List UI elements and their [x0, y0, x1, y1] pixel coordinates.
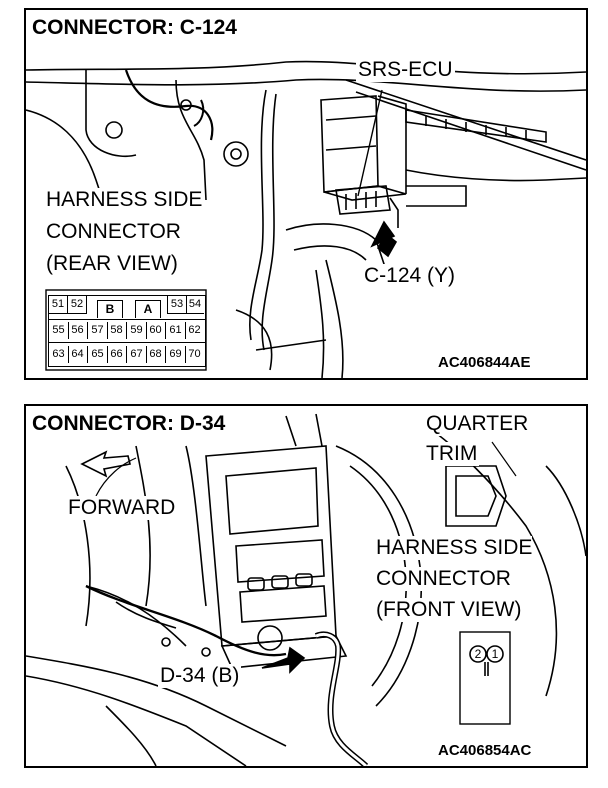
pin-66: 66	[107, 346, 127, 363]
pin-row-3: 63 64 65 66 67 68 69 70	[49, 344, 205, 366]
pin-b: B	[97, 300, 123, 318]
connector-c124-title: CONNECTOR: C-124	[32, 16, 237, 39]
pin-63: 63	[49, 346, 69, 363]
pin-55: 55	[49, 322, 69, 339]
pin-65: 65	[88, 346, 108, 363]
connector-label: CONNECTOR	[46, 220, 181, 245]
pin-69: 69	[166, 346, 186, 363]
pin-67: 67	[127, 346, 147, 363]
pin-68: 68	[146, 346, 166, 363]
trim-label: TRIM	[424, 442, 480, 467]
connector-d34-panel: CONNECTOR: D-34 QUARTER TRIM FORWARD HAR…	[24, 404, 588, 768]
c124-pin-face: 51 52 B A 53 54 55 56 57 58 59 60 61 62 …	[48, 295, 206, 367]
srs-ecu-label: SRS-ECU	[356, 58, 455, 83]
d34-connector-label: D-34 (B)	[158, 664, 242, 689]
pin-64: 64	[68, 346, 88, 363]
pin-row-2: 55 56 57 58 59 60 61 62	[49, 319, 205, 343]
pin-62: 62	[188, 324, 201, 336]
pin-51: 51	[49, 296, 68, 314]
pin-2: 2	[474, 647, 482, 661]
pin-61: 61	[166, 322, 186, 339]
harness-side-label: HARNESS SIDE	[46, 188, 203, 213]
connector-c124-panel: CONNECTOR: C-124 SRS-ECU HARNESS SIDE CO…	[24, 8, 588, 380]
harness-side-label-2: HARNESS SIDE	[376, 536, 533, 561]
rear-view-label: (REAR VIEW)	[46, 252, 178, 277]
quarter-label: QUARTER	[424, 412, 531, 437]
pin-53: 53	[167, 296, 187, 314]
c124-connector-label: C-124 (Y)	[362, 264, 458, 289]
pin-54: 54	[186, 296, 204, 314]
quarter-trim-illustration	[26, 413, 586, 766]
pin-58: 58	[107, 322, 127, 339]
pin-57: 57	[88, 322, 108, 339]
pin-60: 60	[146, 322, 166, 339]
pin-1: 1	[491, 647, 499, 661]
pin-a: A	[135, 300, 161, 318]
connector-label-2: CONNECTOR	[376, 567, 511, 592]
pin-59: 59	[127, 322, 147, 339]
srs-ecu-illustration	[26, 60, 586, 378]
pin-70: 70	[188, 348, 201, 360]
figure-code-2: AC406854AC	[438, 742, 532, 759]
pin-56: 56	[68, 322, 88, 339]
pin-52: 52	[68, 296, 87, 314]
forward-label: FORWARD	[66, 496, 178, 521]
connector-d34-title: CONNECTOR: D-34	[32, 412, 226, 435]
front-view-label: (FRONT VIEW)	[376, 598, 522, 623]
figure-code: AC406844AE	[438, 354, 531, 371]
